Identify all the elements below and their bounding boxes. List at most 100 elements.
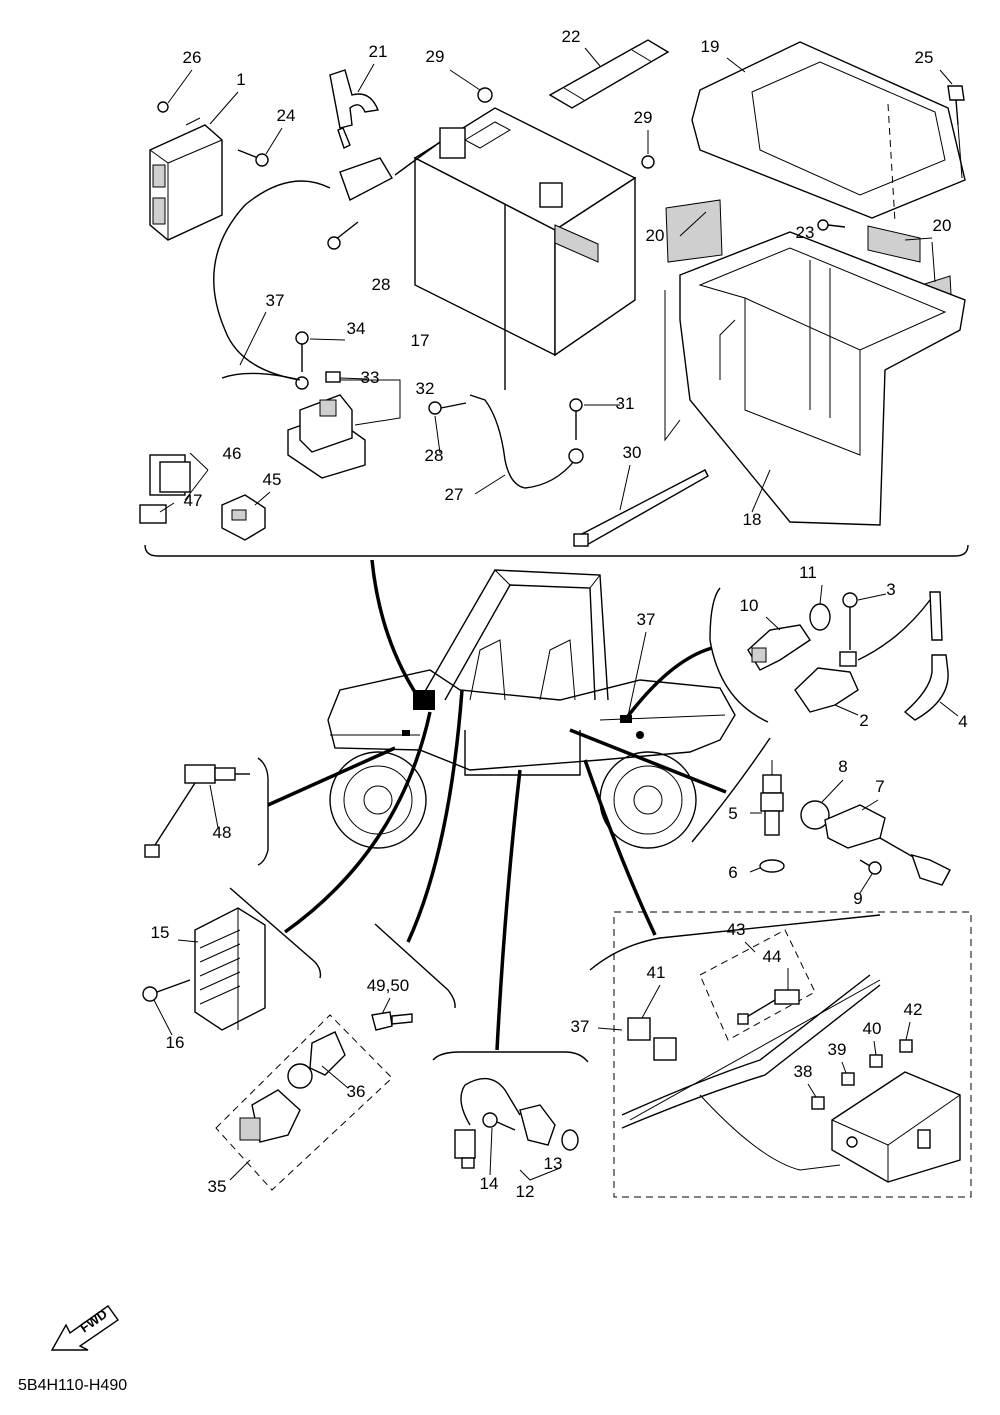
battery-17 xyxy=(413,107,637,357)
group-37-box xyxy=(613,911,972,1198)
callout-9: 9 xyxy=(853,889,862,908)
callout-46: 46 xyxy=(223,444,242,463)
callout-10: 10 xyxy=(740,596,759,615)
bracket-37 xyxy=(589,914,881,971)
callout-14: 14 xyxy=(480,1174,499,1193)
bolt-16 xyxy=(142,979,191,1002)
callout-5: 5 xyxy=(728,804,737,823)
callout-26: 26 xyxy=(183,48,202,67)
clip-25 xyxy=(947,85,965,179)
callout-37: 37 xyxy=(571,1017,590,1036)
sender-7 xyxy=(824,804,951,886)
screw-23 xyxy=(817,219,846,231)
callout-25: 25 xyxy=(915,48,934,67)
bracket-15 xyxy=(229,887,322,979)
switch-48 xyxy=(144,764,250,858)
callout-42: 42 xyxy=(904,1000,923,1019)
gasket-6 xyxy=(759,859,785,873)
fuse-box xyxy=(831,1071,961,1183)
side-by-side-vehicle xyxy=(327,569,736,849)
callout-41: 41 xyxy=(647,963,666,982)
callout-2: 2 xyxy=(859,711,868,730)
relay-41 xyxy=(627,1017,677,1061)
o-ring-8 xyxy=(800,800,830,830)
callout-29: 29 xyxy=(426,47,445,66)
forward-arrow-icon: FWD xyxy=(50,1305,119,1351)
pad-20b xyxy=(867,225,921,263)
coupler-45 xyxy=(221,494,266,541)
leader-5-9 xyxy=(569,728,727,794)
relay-46 xyxy=(149,454,191,496)
leader-top xyxy=(370,559,422,701)
callout-32: 32 xyxy=(416,379,435,398)
starter-relay-32 xyxy=(287,394,366,479)
sensor-5 xyxy=(760,760,784,836)
diagram-code: 5B4H110-H490 xyxy=(18,1377,127,1394)
bolt-28b xyxy=(428,401,467,415)
callout-27: 27 xyxy=(445,485,464,504)
switch-35 xyxy=(239,1031,346,1143)
callout-35: 35 xyxy=(208,1177,227,1196)
nut-29b xyxy=(641,155,655,169)
callout-16: 16 xyxy=(166,1033,185,1052)
strap-22 xyxy=(548,39,670,109)
coupler-47 xyxy=(139,504,167,524)
fuse-40 xyxy=(869,1054,883,1068)
callout-43: 43 xyxy=(727,920,746,939)
callout-11: 11 xyxy=(799,563,817,582)
callout-24: 24 xyxy=(277,106,296,125)
battery-cable-bolt-28 xyxy=(213,141,441,381)
ecu-unit xyxy=(149,117,223,241)
callout-37: 37 xyxy=(266,291,285,310)
callout-12: 12 xyxy=(516,1182,535,1201)
callout-45: 45 xyxy=(263,470,282,489)
bracket-5-9 xyxy=(691,737,771,843)
callout-18: 18 xyxy=(743,510,762,529)
group-35-box xyxy=(215,1014,393,1191)
callout-44: 44 xyxy=(763,947,782,966)
leader-37 xyxy=(583,759,657,936)
group-43-box xyxy=(699,929,816,1041)
cable-tie-30 xyxy=(573,469,709,547)
callout-47: 47 xyxy=(184,491,203,510)
nut-29a xyxy=(477,87,493,103)
callout-29: 29 xyxy=(634,108,653,127)
sensor-12 xyxy=(454,1077,579,1169)
bolt-9 xyxy=(859,859,882,875)
callout-30: 30 xyxy=(623,443,642,462)
ignition-coil-2 xyxy=(794,599,931,713)
callout-49-50: 49,50 xyxy=(367,976,410,995)
callout-22: 22 xyxy=(562,27,581,46)
top-section-bracket xyxy=(144,544,969,557)
callout-21: 21 xyxy=(369,42,388,61)
bracket-12 xyxy=(432,1051,589,1063)
callout-19: 19 xyxy=(701,37,720,56)
leader-48 xyxy=(267,746,396,807)
callout-7: 7 xyxy=(875,777,884,796)
bracket-48 xyxy=(257,757,269,866)
callout-34: 34 xyxy=(347,319,366,338)
callout-6: 6 xyxy=(728,863,737,882)
bolt-24 xyxy=(237,149,269,167)
fuse-33 xyxy=(325,371,341,383)
leader-12 xyxy=(495,769,522,1051)
plug-cap-4 xyxy=(903,591,949,721)
sensor-10 xyxy=(747,624,811,671)
callout-33: 33 xyxy=(361,368,380,387)
callout-40: 40 xyxy=(863,1019,882,1038)
bolt-34 xyxy=(295,331,309,390)
negative-cable-27 xyxy=(469,394,576,489)
callout-28: 28 xyxy=(425,446,444,465)
bracket-ignition xyxy=(709,587,769,723)
leader-4950 xyxy=(406,689,464,943)
bolt-31 xyxy=(568,398,584,464)
key-4950 xyxy=(371,1011,413,1031)
callout-20: 20 xyxy=(933,216,952,235)
fuse-42 xyxy=(899,1039,913,1053)
callout-1: 1 xyxy=(236,70,245,89)
callout-39: 39 xyxy=(828,1040,847,1059)
harness-37 xyxy=(621,974,881,1171)
callout-4: 4 xyxy=(958,712,967,731)
